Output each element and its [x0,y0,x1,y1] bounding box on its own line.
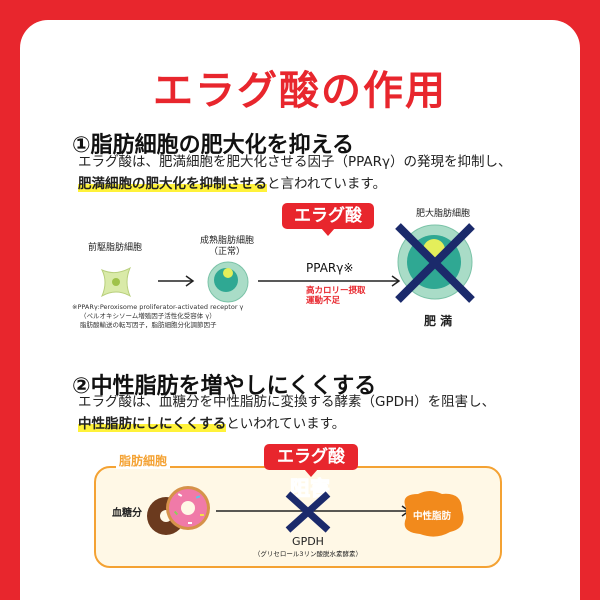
cause-text: 高カロリー摂取 運動不足 [306,286,366,306]
neutral-fat-label: 中性脂肪 [412,511,451,522]
section2-description: エラグ酸は、血糖分を中性脂肪に変換する酵素（GPDH）を阻害し、 中性脂肪にしに… [78,391,495,435]
section1-description: エラグ酸は、肥満細胞を肥大化させる因子（PPARγ）の発現を抑制し、 肥満細胞の… [78,151,512,195]
precursor-cell-icon [100,266,132,298]
blood-sugar-label: 血糖分 [112,508,142,519]
donut-icon [147,486,210,535]
section1-desc-line1: エラグ酸は、肥満細胞を肥大化させる因子（PPARγ）の発現を抑制し、 [78,154,512,170]
section2-heading: ②中性脂肪を増やしにくくする [72,374,377,399]
ppar-gamma-label: PPARγ※ [306,261,354,275]
section2-desc-line1: エラグ酸は、血糖分を中性脂肪に変換する酵素（GPDH）を阻害し、 [78,394,496,410]
cell3-label: 肥大脂肪細胞 [416,209,471,219]
arrow-right-icon [158,275,195,287]
section1-desc-highlight: 肥満細胞の肥大化を抑制させる [78,176,267,192]
cell2-label-line2: （正常） [209,247,246,257]
gpdh-sub-label: （グリセロール3リン酸脱水素酵素） [253,550,363,558]
section2-desc-line2: 中性脂肪にしにくくするといわれています。 [78,413,495,435]
page-title: エラグ酸の作用 [153,68,447,114]
section1-heading: ①脂肪細胞の肥大化を抑える [72,133,354,158]
long-arrow-icon [258,275,401,287]
fat-cell-box-label: 脂肪細胞 [116,452,171,469]
section2-desc-highlight: 中性脂肪にしにくくする [78,416,227,432]
section1-desc-line2: 肥満細胞の肥大化を抑制させると言われています。 [78,173,512,195]
footnote-line3: 脂肪酸輸送の転写因子，脂肪細胞分化調節因子 [80,321,217,329]
cell2-label: 成熟脂肪細胞 （正常） [200,236,254,258]
footnote-line2: （ペルオキシソーム増殖因子活性化受容体 γ） [80,312,216,320]
ellagic-acid-tag-2: エラグ酸 [264,444,358,477]
section2-desc-rest: といわれています。 [226,416,346,432]
cross-mark-icon-2 [285,491,331,533]
gpdh-label: GPDH [292,535,324,548]
cell1-label: 前駆脂肪細胞 [88,243,143,253]
section1-desc-rest: と言われています。 [267,176,387,192]
neutral-fat-blob-icon [404,491,464,537]
footnote-line1: ※PPARγ:Peroxisome proliferator-activated… [72,303,244,311]
mature-cell-icon [207,261,249,303]
ellagic-acid-tag-1: エラグ酸 [282,203,374,236]
cell2-label-line1: 成熟脂肪細胞 [200,236,255,246]
footnote: ※PPARγ:Peroxisome proliferator-activated… [72,303,243,330]
expression-inhibit-label: 発現抑制 [276,236,357,261]
cause-line1: 高カロリー摂取 [306,286,366,296]
cause-line2: 運動不足 [306,296,341,306]
cross-mark-icon [395,223,475,303]
obesity-label: 肥 満 [424,314,453,328]
content-card: エラグ酸の作用 ①脂肪細胞の肥大化を抑える エラグ酸は、肥満細胞を肥大化させる因… [20,20,580,600]
